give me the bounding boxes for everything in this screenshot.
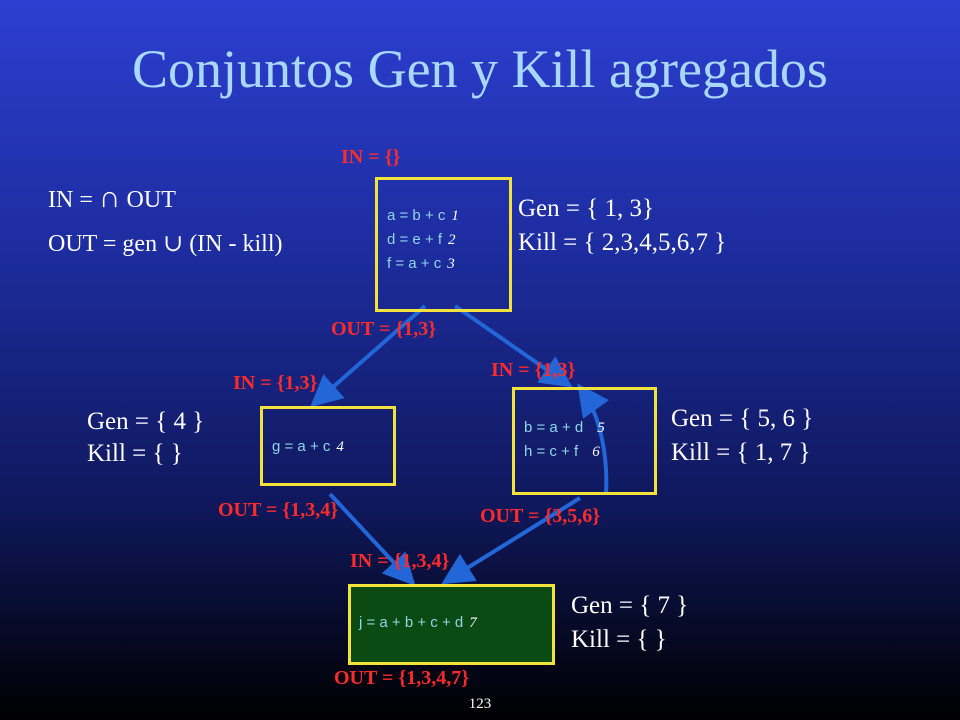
b2-kill: Kill = { } bbox=[87, 440, 183, 467]
arrow-b1-to-b2 bbox=[309, 304, 427, 408]
b2-out-label: OUT = {1,3,4} bbox=[218, 499, 339, 521]
b4-in-label: IN = {1,3,4} bbox=[350, 550, 450, 572]
out-equation: OUT = gen ∪ (IN - kill) bbox=[48, 231, 283, 257]
b3-in-label: IN = {1,3} bbox=[491, 359, 576, 381]
arrow-b1-to-b3 bbox=[453, 304, 573, 388]
b1-gen: Gen = { 1, 3} bbox=[518, 195, 654, 222]
page-number: 123 bbox=[468, 696, 492, 712]
b2-gen: Gen = { 4 } bbox=[87, 408, 205, 435]
b1-in-label: IN = {} bbox=[341, 146, 401, 168]
arrow-b3-loop bbox=[577, 383, 610, 495]
b3-out-label: OUT = {3,5,6} bbox=[480, 505, 601, 527]
intersection-symbol: ∩ bbox=[98, 181, 121, 214]
slide-title: Conjuntos Gen y Kill agregados bbox=[132, 39, 828, 99]
b2-in-label: IN = {1,3} bbox=[233, 372, 318, 394]
b3-gen: Gen = { 5, 6 } bbox=[671, 405, 814, 432]
b3-kill: Kill = { 1, 7 } bbox=[671, 439, 811, 466]
b4-out-label: OUT = {1,3,4,7} bbox=[334, 667, 470, 689]
arrow-b3-to-b4 bbox=[441, 496, 582, 585]
arrow-b2-to-b4 bbox=[328, 492, 416, 586]
b1-kill: Kill = { 2,3,4,5,6,7 } bbox=[518, 229, 727, 256]
b4-gen: Gen = { 7 } bbox=[571, 592, 689, 619]
b1-out-label: OUT = {1,3} bbox=[331, 318, 437, 340]
in-equation: IN = ∩ OUT bbox=[48, 181, 176, 214]
b4-kill: Kill = { } bbox=[571, 626, 667, 653]
